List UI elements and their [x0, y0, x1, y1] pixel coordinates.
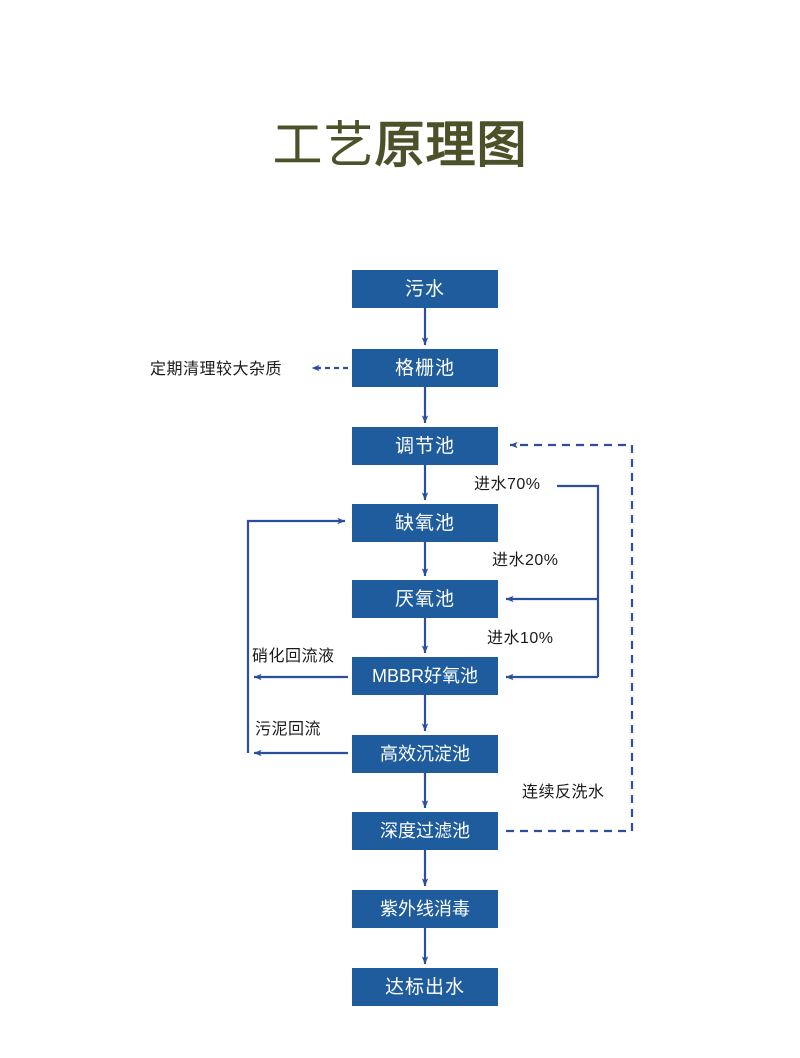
node-grille-tank[interactable]: 格栅池 [352, 349, 498, 387]
node-high-efficiency-sedimentation-tank[interactable]: 高效沉淀池 [352, 735, 498, 773]
edge-label-influent-10: 进水10% [487, 630, 554, 647]
node-anoxic-tank[interactable]: 缺氧池 [352, 504, 498, 542]
node-anaerobic-tank[interactable]: 厌氧池 [352, 580, 498, 618]
edge-label-nitrate-recycle: 硝化回流液 [252, 648, 335, 665]
edge-label-continuous-backwash: 连续反洗水 [522, 784, 605, 801]
node-mbbr-aerobic-tank[interactable]: MBBR好氧池 [352, 657, 498, 695]
page-title: 工艺原理图 [0, 116, 800, 174]
page-title-light: 工艺 [272, 117, 375, 173]
edge-label-sludge-recycle: 污泥回流 [255, 721, 322, 738]
edge-label-influent-70: 进水70% [474, 476, 541, 493]
node-deep-filtration-tank[interactable]: 深度过滤池 [352, 812, 498, 850]
edge-label-influent-20: 进水20% [492, 552, 559, 569]
wire-influent-trunk [557, 484, 600, 677]
node-uv-disinfection[interactable]: 紫外线消毒 [352, 890, 498, 928]
page-title-bold: 原理图 [374, 117, 528, 173]
node-influent-wastewater[interactable]: 污水 [352, 270, 498, 308]
node-compliant-effluent[interactable]: 达标出水 [352, 968, 498, 1006]
wire-recycle-trunk [246, 517, 346, 753]
edge-label-periodic-grit-removal: 定期清理较大杂质 [150, 361, 283, 378]
node-equalization-tank[interactable]: 调节池 [352, 427, 498, 465]
